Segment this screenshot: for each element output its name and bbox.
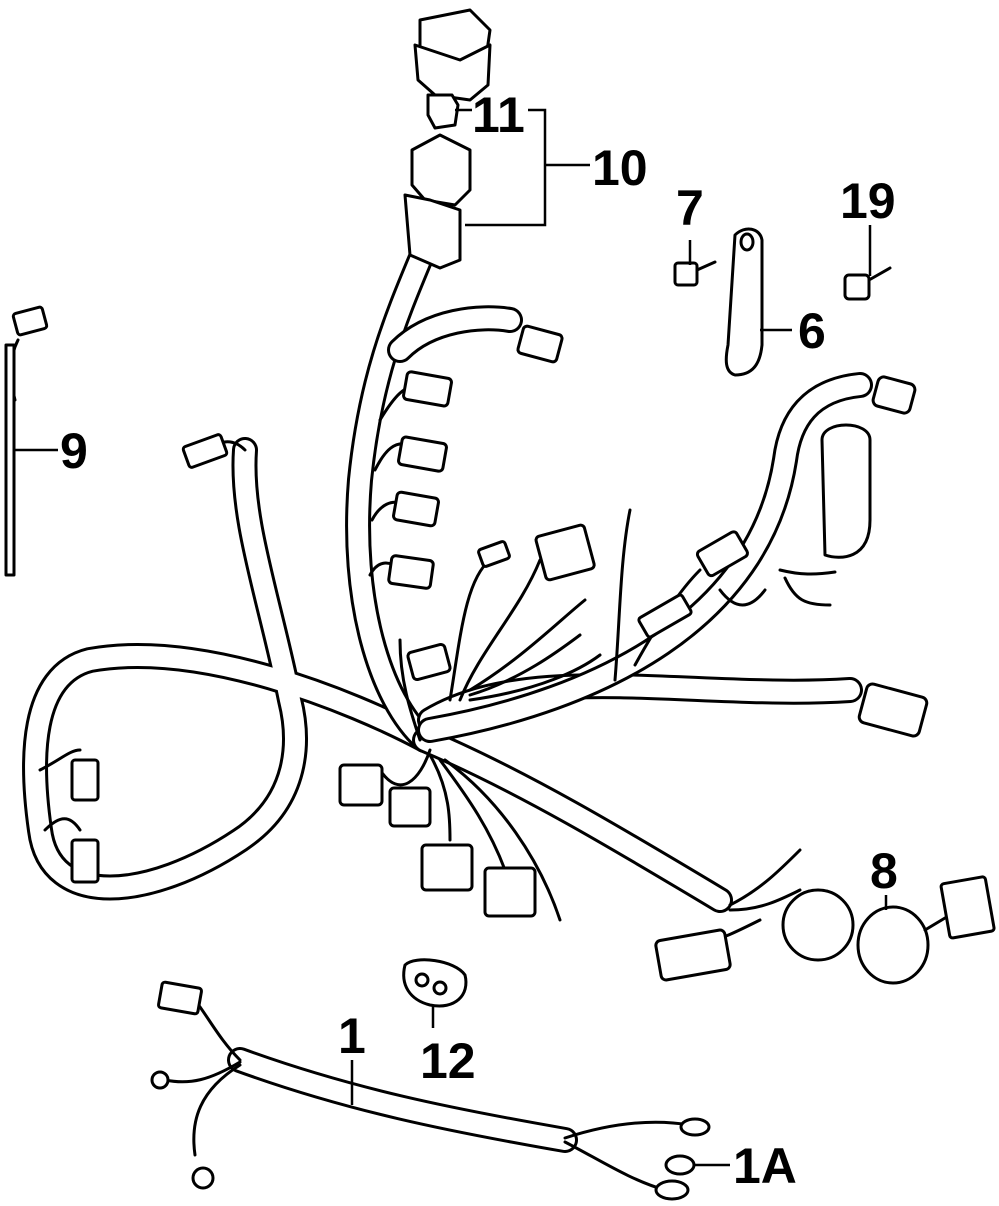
mounting-strap [724,227,764,377]
sensor-8 [856,875,996,985]
cable-tie-9 [4,343,16,577]
callout-labels: 11 10 7 19 6 9 8 1 12 1A [60,87,898,1194]
ground-harness-1 [150,980,711,1201]
callout-11: 11 [472,87,525,143]
grommet-12 [402,958,468,1008]
connectors [11,305,929,982]
callout-1: 1 [338,1008,366,1064]
callout-10: 10 [592,140,648,196]
bolt-7 [673,260,717,287]
leader-lines [15,108,888,1167]
bolt-19 [843,266,892,301]
relay-assembly [403,8,492,270]
callout-9: 9 [60,423,88,479]
main-wiring-harness [22,247,873,913]
callout-6: 6 [798,303,826,359]
callout-8: 8 [870,843,898,899]
callout-19: 19 [840,173,896,229]
washer-1a [664,1154,696,1176]
callout-1a: 1A [733,1138,797,1194]
callout-12: 12 [420,1033,476,1089]
callout-7: 7 [676,180,704,236]
